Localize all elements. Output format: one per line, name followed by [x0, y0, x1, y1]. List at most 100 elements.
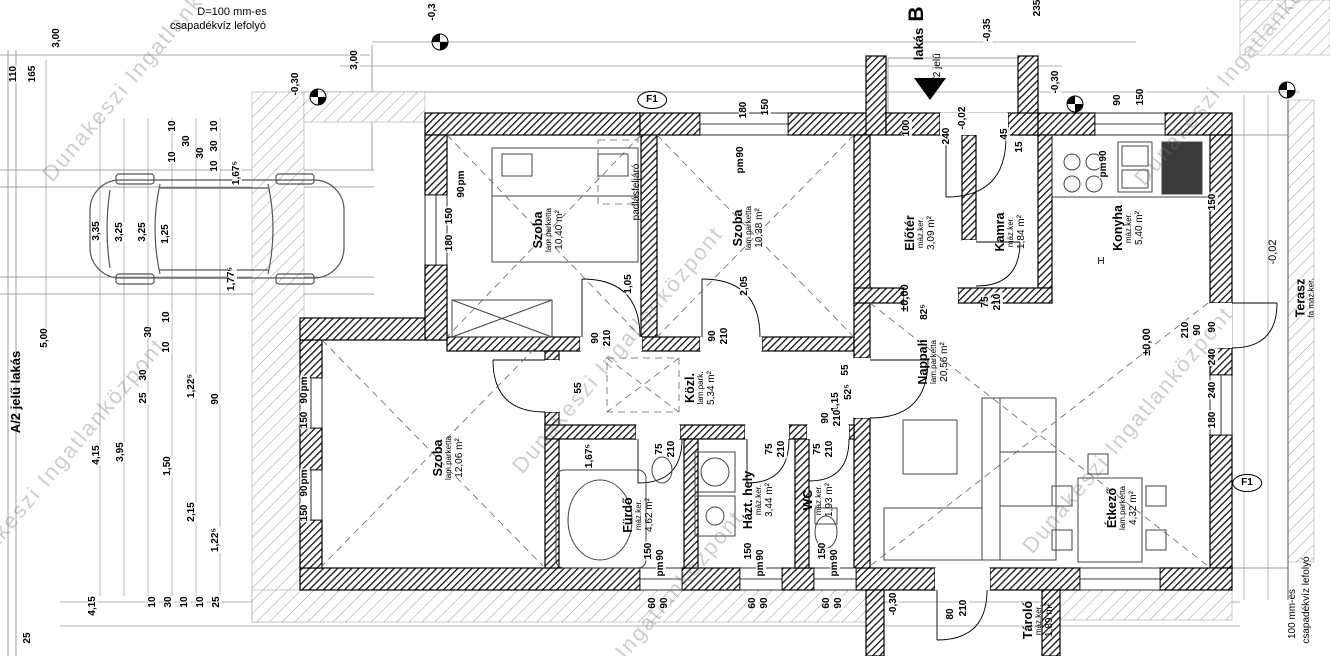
dimension-label: 90 [1207, 320, 1218, 334]
room-finish: lam.parketta [743, 205, 753, 251]
room-name: Előtér [902, 215, 917, 251]
dimension-label: 90 [833, 596, 844, 610]
room-name: Közl. [682, 373, 697, 403]
room-name: Terasz [1293, 278, 1308, 318]
dimension-label: 3,25 [137, 221, 148, 243]
dimension-label: pm [1098, 161, 1109, 179]
dimension-label: 90 [759, 596, 770, 610]
dimension-label: 240 [941, 126, 952, 146]
dimension-label: 1,22⁵ [186, 372, 197, 400]
dimension-label: 10 [179, 595, 190, 609]
dimension-label: 90 [210, 392, 221, 406]
dimension-label: 30 [195, 146, 206, 160]
dimension-label: 240 [1207, 347, 1218, 367]
dimension-label: pm [299, 468, 310, 486]
washing-machine [694, 451, 736, 493]
bed [491, 147, 639, 263]
dimension-label: 15 [1014, 140, 1025, 154]
stove [1063, 153, 1103, 193]
dimension-label: 90 [590, 331, 601, 345]
dimension-label: 210 [666, 439, 677, 459]
dimension-label: 150 [817, 541, 828, 561]
room-area: 4,32 m² [1127, 491, 1139, 525]
car [89, 173, 345, 285]
dimension-label: 1,22⁵ [210, 526, 221, 554]
wardrobe [451, 299, 553, 338]
dimension-label: 210 [719, 326, 730, 346]
kitchen-counter [1051, 135, 1210, 198]
kitchen-sink [1117, 141, 1153, 193]
dimension-label: 10 [167, 119, 178, 133]
dimension-label: 30 [143, 325, 154, 339]
bathtub [555, 469, 647, 569]
room-name: Fürdő [620, 497, 635, 533]
dimension-label: 100 [901, 118, 912, 138]
room-area: 10,38 m² [753, 208, 765, 248]
bathroom-sink [651, 456, 673, 484]
room-finish: lam.park. [695, 371, 705, 405]
dimension-label: 150 [299, 503, 310, 523]
level-markers [309, 33, 1296, 113]
room-area: 4,62 m² [643, 498, 655, 532]
room-finish: lam.parketta [543, 207, 553, 253]
dimension-label: 180 [738, 100, 749, 120]
room-area: 1,89 m² [1043, 603, 1055, 637]
dimension-label: -0,30 [290, 71, 301, 97]
dimension-label: 150 [1135, 87, 1146, 107]
dimension-label: 210 [824, 439, 835, 459]
dimension-label: 75 [764, 442, 775, 456]
dimension-label: 90 [707, 329, 718, 343]
dimension-label: 235 [1032, 0, 1043, 18]
terrace-outline [1231, 100, 1289, 600]
dimension-label: 90 [1112, 93, 1123, 107]
dimension-label: 30 [163, 595, 174, 609]
room-label: Közl.lam.park.5,34 m² [683, 371, 717, 405]
dimension-label: 25 [138, 391, 149, 405]
door-swings [492, 136, 1278, 641]
room-finish: máz.ker. [633, 499, 643, 531]
dimension-label: 150 [743, 541, 754, 561]
dimension-label: 90 [820, 411, 831, 425]
room-name: Tároló [1020, 600, 1035, 640]
dimension-label: pm [755, 560, 766, 578]
fridge [1161, 141, 1203, 195]
dimension-label: 30 [181, 134, 192, 148]
room-name: Házt. hely [740, 470, 755, 530]
dimension-label: 165 [27, 64, 38, 84]
utility-sink [694, 495, 736, 537]
dimension-label: 75 [812, 442, 823, 456]
dimension-label: 5,00 [39, 327, 50, 349]
dimension-label: -0,3 [427, 2, 438, 22]
annotation-text: A/2 jelű lakás [8, 350, 24, 434]
dimension-label: 60 [747, 596, 758, 610]
annotation-text: ±0,00 [899, 284, 912, 312]
dimension-label: 60 [821, 596, 832, 610]
dimension-label: 1,25 [160, 223, 171, 245]
room-name: Szoba [430, 439, 445, 477]
window [1094, 112, 1166, 136]
room-name: Kamra [992, 212, 1007, 252]
dimension-label: 30 [138, 368, 149, 382]
dimension-label: 3,25 [114, 221, 125, 243]
room-finish: lam.parketta [928, 339, 938, 385]
window [1079, 567, 1161, 591]
dimension-label: 2,05 [739, 275, 750, 297]
dashed-lines [321, 134, 1209, 567]
dimension-label: 180 [444, 233, 455, 253]
dimension-label: 25 [211, 595, 222, 609]
annotation-text: csapadékvíz lefolyó [1300, 556, 1312, 644]
dimension-label: 10 [167, 150, 178, 164]
entrance-marker [914, 78, 946, 100]
reference-badge: F1 [637, 91, 667, 109]
room-area: 3,09 m² [925, 216, 937, 250]
dimension-label: 82⁵ [919, 303, 930, 321]
